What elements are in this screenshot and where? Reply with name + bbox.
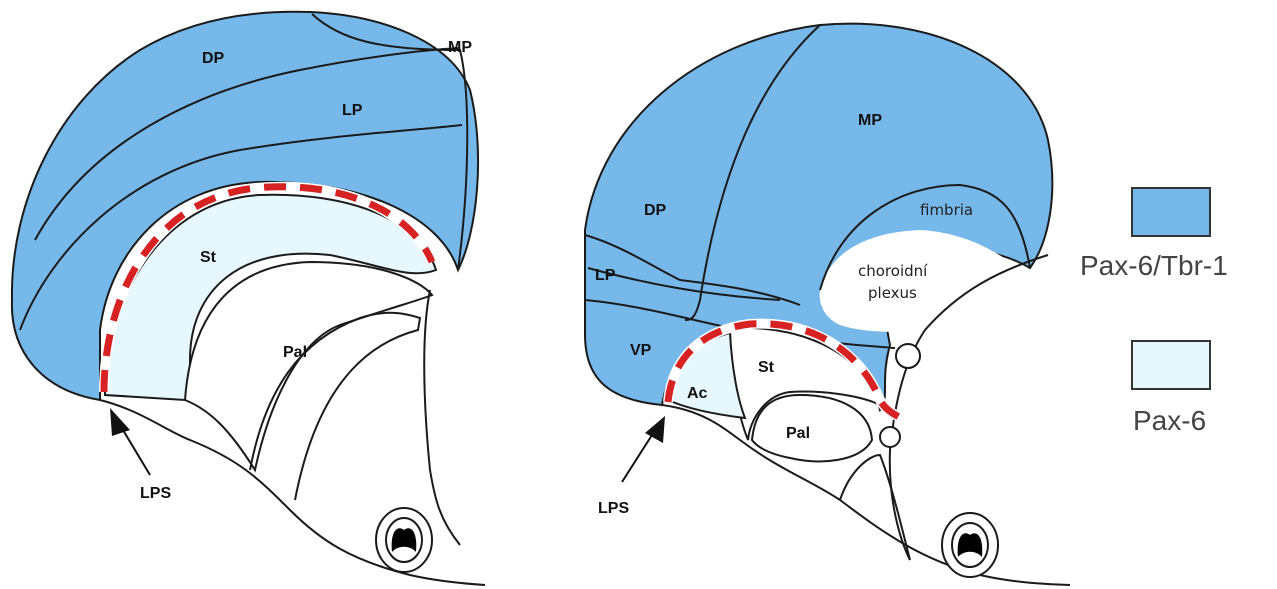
right-small-circle-1 — [896, 344, 920, 368]
right-label-st: St — [758, 359, 775, 376]
left-section: DP LP MP St Pal LPS — [12, 12, 485, 585]
right-label-pal: Pal — [786, 425, 810, 442]
left-label-mp: MP — [448, 39, 472, 56]
left-label-st: St — [200, 249, 217, 266]
left-label-lps: LPS — [140, 485, 171, 502]
legend-swatch-pax6-tbr1 — [1131, 187, 1211, 237]
legend-label-pax6: Pax-6 — [1133, 405, 1206, 437]
left-medial-contour — [424, 290, 460, 545]
left-lps-arrow — [110, 408, 150, 475]
left-eye — [376, 508, 432, 572]
right-small-circle-2 — [880, 427, 900, 447]
right-pallidum — [752, 395, 872, 461]
left-label-pal: Pal — [283, 344, 307, 361]
right-eye — [942, 513, 998, 577]
right-label-ac: Ac — [687, 385, 708, 402]
legend-swatch-pax6 — [1131, 340, 1211, 390]
right-section: MP DP LP VP Ac St Pal fimbria choroidní … — [585, 24, 1070, 585]
right-label-lp: LP — [595, 267, 616, 284]
right-label-fimbria: fimbria — [920, 201, 973, 219]
right-label-mp: MP — [858, 112, 882, 129]
right-label-vp: VP — [630, 342, 652, 359]
right-label-choroid-1: choroidní — [858, 262, 928, 280]
left-label-lp: LP — [342, 102, 363, 119]
right-label-dp: DP — [644, 202, 667, 219]
left-label-dp: DP — [202, 50, 225, 67]
legend-label-pax6-tbr1: Pax-6/Tbr-1 — [1080, 250, 1228, 282]
right-label-choroid-2: plexus — [868, 284, 917, 302]
left-subpallium — [185, 262, 432, 470]
right-label-lps: LPS — [598, 500, 629, 517]
right-lps-arrow — [622, 416, 665, 482]
